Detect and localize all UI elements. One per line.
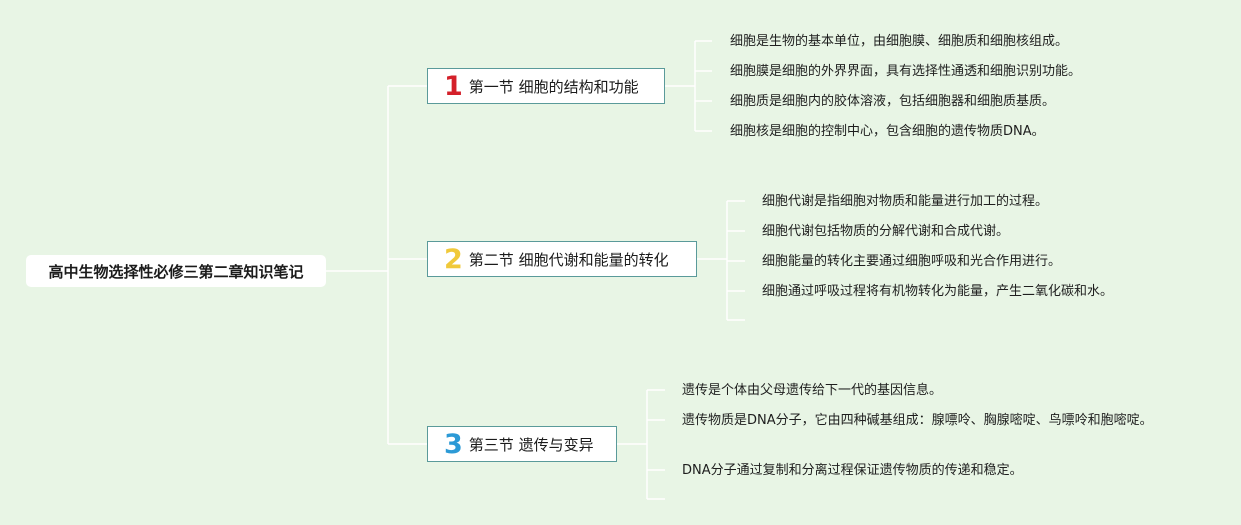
section-3-label: 第三节 遗传与变异 [468, 435, 594, 454]
section-1-item-1[interactable]: 细胞是生物的基本单位，由细胞膜、细胞质和细胞核组成。 [730, 34, 1069, 49]
section-3-item-2[interactable]: 遗传物质是DNA分子，它由四种碱基组成：腺嘌呤、胸腺嘧啶、鸟嘌呤和胞嘧啶。 [682, 413, 1153, 428]
section-2-item-1[interactable]: 细胞代谢是指细胞对物质和能量进行加工的过程。 [762, 194, 1049, 209]
section-2-item-3[interactable]: 细胞能量的转化主要通过细胞呼吸和光合作用进行。 [762, 254, 1062, 269]
number-3-icon: 3 [444, 428, 463, 460]
section-3-item-3[interactable]: DNA分子通过复制和分离过程保证遗传物质的传递和稳定。 [682, 463, 1023, 478]
section-1-label: 第一节 细胞的结构和功能 [468, 77, 639, 96]
root-title: 高中生物选择性必修三第二章知识笔记 [48, 262, 304, 281]
section-3-item-1[interactable]: 遗传是个体由父母遗传给下一代的基因信息。 [682, 383, 943, 398]
section-2-node[interactable]: 2 第二节 细胞代谢和能量的转化 [427, 241, 697, 277]
section-1-item-4[interactable]: 细胞核是细胞的控制中心，包含细胞的遗传物质DNA。 [730, 124, 1045, 139]
number-1-icon: 1 [444, 70, 463, 102]
root-topic[interactable]: 高中生物选择性必修三第二章知识笔记 [26, 255, 326, 287]
section-1-item-3[interactable]: 细胞质是细胞内的胶体溶液，包括细胞器和细胞质基质。 [730, 94, 1056, 109]
section-2-label: 第二节 细胞代谢和能量的转化 [468, 250, 669, 269]
section-1-node[interactable]: 1 第一节 细胞的结构和功能 [427, 68, 665, 104]
section-1-item-2[interactable]: 细胞膜是细胞的外界界面，具有选择性通透和细胞识别功能。 [730, 64, 1082, 79]
number-2-icon: 2 [444, 243, 463, 275]
section-3-node[interactable]: 3 第三节 遗传与变异 [427, 426, 617, 462]
section-2-item-2[interactable]: 细胞代谢包括物质的分解代谢和合成代谢。 [762, 224, 1010, 239]
section-2-item-4[interactable]: 细胞通过呼吸过程将有机物转化为能量，产生二氧化碳和水。 [762, 284, 1114, 299]
